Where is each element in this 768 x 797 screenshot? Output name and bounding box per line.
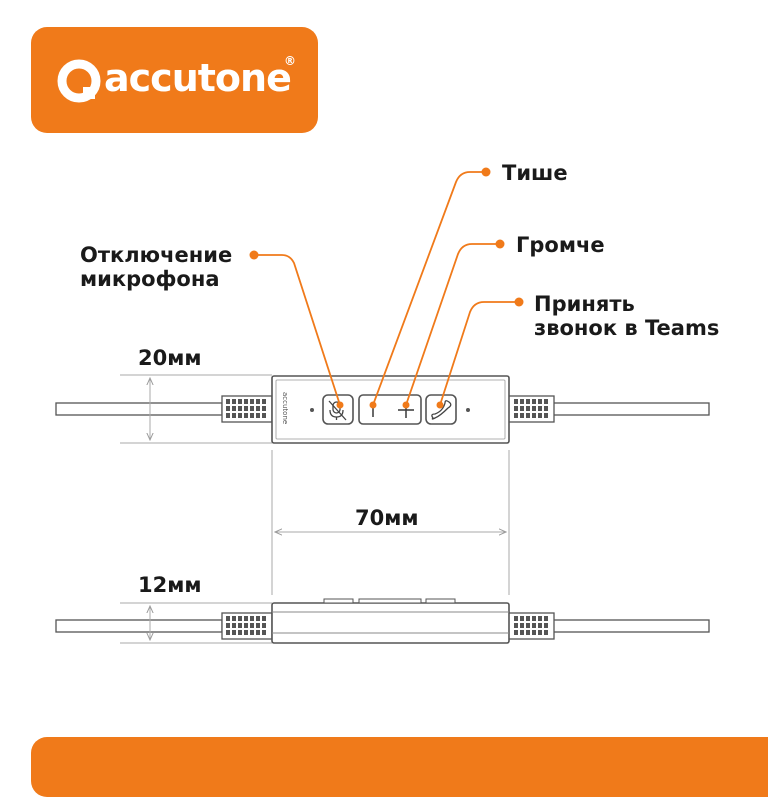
strain-relief-right	[507, 395, 555, 423]
dimension-lines	[120, 374, 510, 644]
callout-dots	[249, 167, 524, 409]
indicator-dot-right	[466, 408, 470, 412]
callout-answer-line1: Принять	[534, 292, 635, 316]
strain-relief-left	[221, 395, 273, 423]
dimension-height-front: 20мм	[138, 346, 202, 370]
leader-louder	[405, 243, 500, 406]
strain-relief-right-side	[507, 612, 555, 640]
device-diagram: accutone	[55, 167, 710, 644]
brand-name: accutone	[104, 56, 292, 100]
cable-left	[55, 402, 223, 416]
callout-mute-line2: микрофона	[80, 267, 220, 291]
dimension-height-side: 12мм	[138, 573, 202, 597]
dimension-width: 70мм	[355, 506, 419, 530]
registered-mark: ®	[284, 54, 296, 68]
bottom-banner	[31, 737, 768, 797]
strain-relief-left-side	[221, 612, 273, 640]
side-button-answer	[425, 598, 456, 604]
logo-badge	[31, 27, 318, 133]
engraved-brand: accutone	[281, 392, 289, 424]
phone-icon	[431, 400, 452, 420]
indicator-dot-left	[310, 408, 314, 412]
leader-answer	[439, 301, 519, 406]
callout-louder: Громче	[516, 233, 605, 257]
front-view: accutone	[55, 375, 710, 444]
callout-quieter: Тише	[502, 161, 568, 185]
cable-left-side	[55, 619, 223, 633]
callout-leaders	[254, 171, 519, 406]
cable-right-side	[552, 619, 710, 633]
leader-quieter	[372, 171, 486, 406]
callout-mute-line1: Отключение	[80, 243, 233, 267]
callout-answer-line2: звонок в Teams	[534, 316, 720, 340]
side-button-volume	[358, 598, 422, 604]
side-view	[55, 598, 710, 644]
leader-mute	[254, 254, 341, 406]
device-body-side	[271, 602, 510, 644]
side-button-mute	[323, 598, 354, 604]
accutone-logo-icon	[57, 59, 101, 103]
cable-right	[552, 402, 710, 416]
